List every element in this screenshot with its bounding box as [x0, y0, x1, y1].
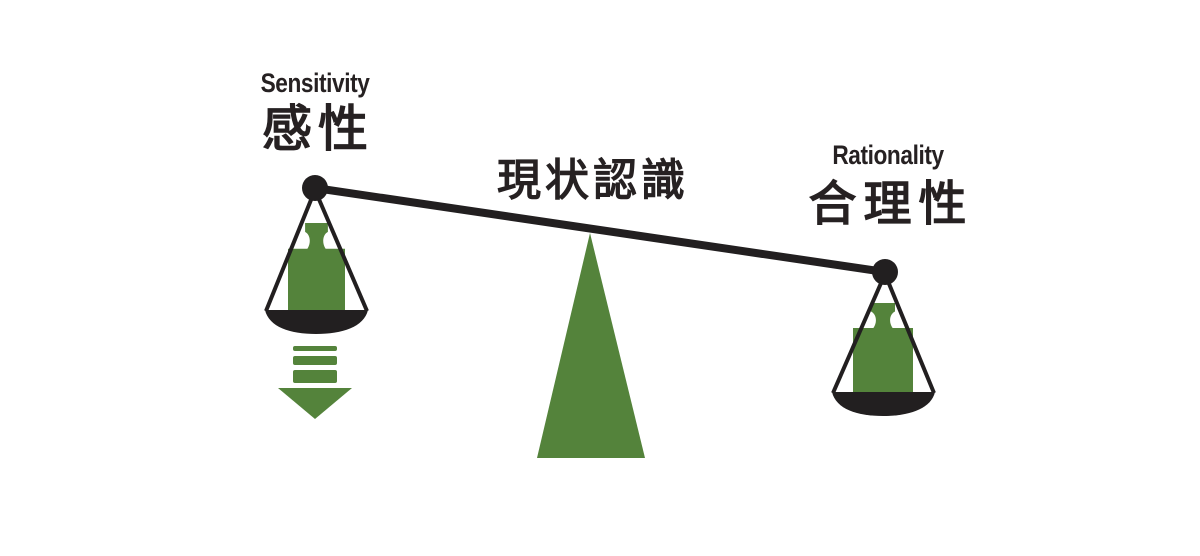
left-scale-pan-icon [264, 175, 369, 334]
balance-beam [311, 184, 889, 276]
pan-bowl [832, 392, 935, 416]
pivot-dot [302, 175, 328, 201]
fulcrum-triangle-icon [537, 233, 645, 458]
pan-bowl [265, 310, 368, 334]
rationality-label-ja: 合理性 [808, 178, 974, 231]
pivot-dot [872, 259, 898, 285]
sensitivity-label-en: Sensitivity [260, 68, 370, 98]
sensitivity-label-ja: 感性 [262, 101, 374, 157]
down-arrow-icon [278, 346, 352, 419]
rationality-label-en: Rationality [832, 140, 944, 170]
right-scale-pan-icon [831, 259, 936, 416]
current-situation-label: 現状認識 [497, 156, 689, 205]
